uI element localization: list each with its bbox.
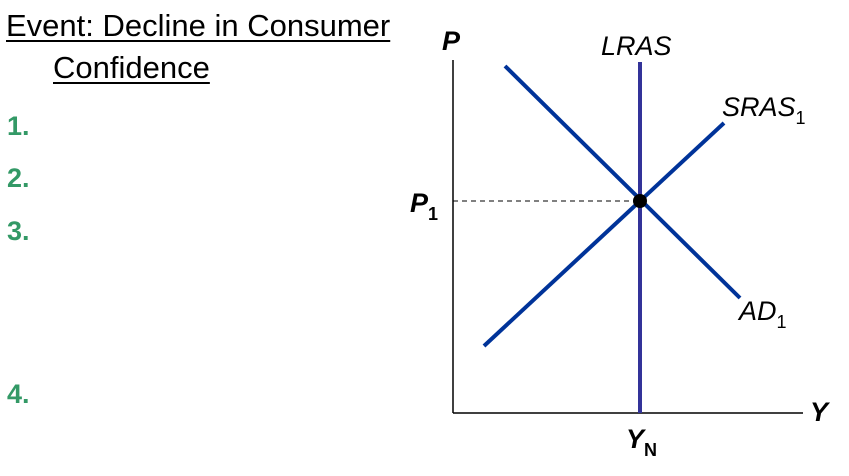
- equilibrium-point: [633, 194, 647, 208]
- step-2-number: 2.: [7, 163, 30, 193]
- price-level-label-subscript: 1: [428, 204, 438, 224]
- natural-output-label: YN: [626, 424, 657, 460]
- sras-label-base: SRAS: [722, 92, 796, 122]
- y-axis-label: P: [442, 26, 461, 56]
- ad-curve: [503, 64, 742, 300]
- step-1-number: 1.: [7, 111, 30, 141]
- event-title-line1: Event: Decline in Consumer: [6, 8, 391, 43]
- natural-output-label-base: Y: [626, 424, 647, 454]
- natural-output-label-subscript: N: [644, 440, 657, 460]
- price-level-label-base: P: [410, 188, 429, 218]
- price-level-label: P1: [410, 188, 438, 224]
- ad-label-base: AD: [737, 296, 777, 326]
- step-3-number: 3.: [7, 216, 30, 246]
- ad-label: AD1: [737, 296, 787, 332]
- sras-curve: [482, 121, 726, 348]
- step-4-number: 4.: [7, 379, 30, 409]
- event-title-line2: Confidence: [53, 50, 210, 85]
- sras-label: SRAS1: [722, 92, 806, 128]
- sras-label-subscript: 1: [796, 108, 806, 128]
- ad-label-subscript: 1: [777, 312, 787, 332]
- x-axis-label: Y: [810, 397, 831, 427]
- lras-label: LRAS: [601, 31, 672, 61]
